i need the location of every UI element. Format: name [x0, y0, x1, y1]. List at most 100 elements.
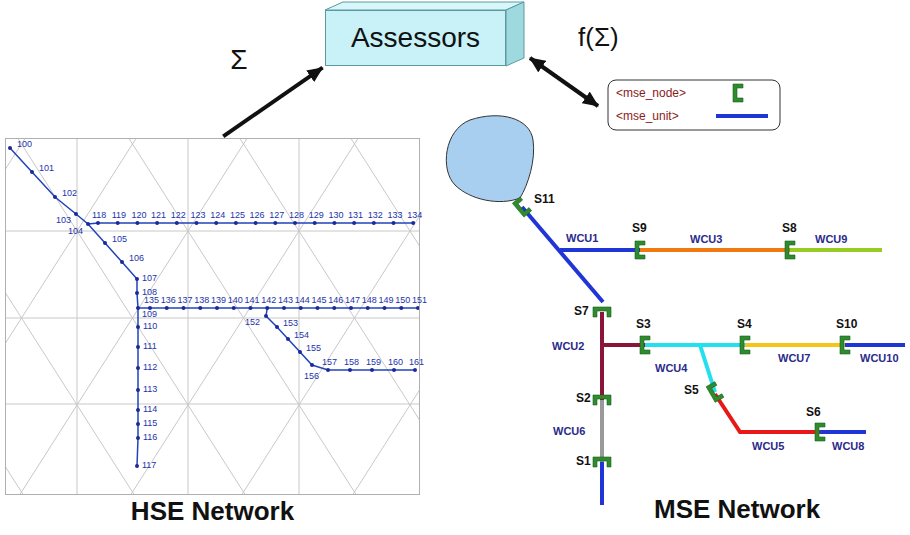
network-point [136, 388, 140, 392]
network-point [332, 221, 336, 225]
node-number: 150 [395, 295, 410, 305]
node-number: 137 [178, 295, 193, 305]
node-number: 157 [322, 357, 337, 367]
node-number: 111 [143, 341, 157, 351]
node-number: 109 [142, 309, 157, 319]
network-point [136, 408, 140, 412]
network-point [282, 306, 286, 310]
network-point [392, 368, 396, 372]
node-number: 132 [368, 210, 383, 220]
node-number: 144 [295, 295, 310, 305]
node-number: 142 [261, 295, 276, 305]
network-point [182, 306, 186, 310]
legend-text: <mse_unit> [616, 109, 679, 123]
network-point [136, 306, 140, 310]
network-point [348, 368, 352, 372]
network-title: MSE Network [654, 494, 820, 524]
network-point [8, 146, 12, 150]
node-number: 126 [250, 210, 265, 220]
network-point [136, 325, 140, 329]
node-number: 128 [289, 210, 304, 220]
lake [446, 116, 533, 202]
input-arrow [223, 68, 322, 137]
node-number: 107 [142, 273, 157, 283]
network-point [232, 306, 236, 310]
node-number: 112 [143, 362, 157, 372]
network-point [135, 221, 139, 225]
network-point [413, 368, 417, 372]
station-label: S11 [534, 193, 555, 206]
network-point [86, 222, 90, 226]
network-point [332, 306, 336, 310]
box-top-face [325, 2, 524, 10]
network-point [366, 306, 370, 310]
network-point [136, 436, 140, 440]
network-point [155, 221, 159, 225]
network-point [103, 241, 107, 245]
node-number: 141 [245, 295, 260, 305]
node-number: 110 [143, 321, 157, 331]
unit-label: WCU4 [655, 362, 687, 375]
legend-box [608, 80, 780, 130]
network-point [165, 306, 169, 310]
station-label: S1 [576, 455, 591, 468]
network-point [383, 306, 387, 310]
network-point [293, 221, 297, 225]
node-number: 151 [412, 295, 427, 305]
network-point [411, 221, 415, 225]
network-point [135, 464, 139, 468]
node-number: 113 [143, 384, 157, 394]
station-label: S2 [576, 392, 591, 405]
node-number: 160 [388, 357, 403, 367]
node-number: 121 [151, 210, 166, 220]
network-point [264, 314, 268, 318]
network-point [136, 422, 140, 426]
node-number: 161 [409, 357, 424, 367]
network-point [135, 277, 139, 281]
unit-label: WCU6 [553, 425, 585, 438]
node-number: 148 [362, 295, 377, 305]
node-number: 139 [211, 295, 226, 305]
triangle-grid [5, 138, 420, 495]
network-point [399, 306, 403, 310]
network-point [195, 221, 199, 225]
node-number: 105 [112, 234, 127, 244]
network-point [392, 221, 396, 225]
node-number: 101 [39, 163, 54, 173]
node-number: 118 [92, 210, 106, 220]
unit-label: WCU10 [860, 352, 899, 365]
edge-label: Σ [228, 44, 249, 76]
unit-label: WCU5 [752, 440, 784, 453]
node-number: 149 [379, 295, 394, 305]
unit-label: WCU2 [552, 340, 584, 353]
network-point [136, 345, 140, 349]
node-number: 122 [171, 210, 186, 220]
network-point [416, 306, 420, 310]
node-number: 153 [283, 318, 298, 328]
node-number: 135 [144, 295, 159, 305]
network-point [135, 291, 139, 295]
station-label: S8 [782, 222, 797, 235]
plot-frame: HSE Network [5, 138, 420, 495]
network-point [265, 306, 269, 310]
node-number: 145 [312, 295, 327, 305]
node-number: 155 [306, 343, 321, 353]
network-point [30, 170, 34, 174]
function-label: f(Σ) [578, 22, 619, 52]
node-number: 120 [131, 210, 146, 220]
network-point [175, 221, 179, 225]
network-point [326, 368, 330, 372]
node-number: 129 [309, 210, 324, 220]
node-number: 124 [210, 210, 225, 220]
unit-label: WCU3 [690, 233, 722, 246]
node-number: 116 [143, 432, 157, 442]
network-point [254, 221, 258, 225]
node-number: 114 [143, 404, 157, 414]
station-label: S3 [636, 318, 651, 331]
